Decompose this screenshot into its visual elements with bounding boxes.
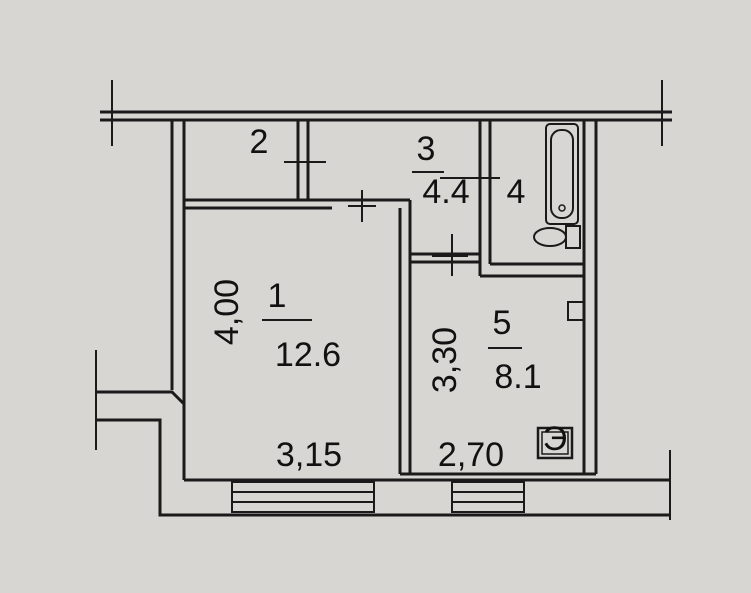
- room-1-height-dim: 4,00: [208, 279, 246, 345]
- room-4-number: 4: [507, 173, 526, 211]
- window-room1: [231, 481, 375, 513]
- vent-icon: [567, 301, 585, 321]
- room-3-number: 3: [417, 130, 436, 168]
- room-3-area: 4.4: [422, 173, 469, 211]
- toilet-icon: [533, 225, 581, 249]
- top-wall: [100, 80, 672, 146]
- room-5-width-dim: 2,70: [438, 436, 504, 474]
- room-1-area: 12.6: [275, 336, 341, 374]
- bathtub-icon: [545, 123, 579, 225]
- room-5-number: 5: [493, 304, 512, 342]
- room-5-height-dim: 3,30: [426, 327, 464, 393]
- room-5-area: 8.1: [494, 358, 541, 396]
- room-1-number: 1: [268, 277, 287, 315]
- room-1-width-dim: 3,15: [276, 436, 342, 474]
- door-marks: [284, 161, 500, 276]
- interior-walls: [184, 120, 584, 474]
- window-room5: [451, 481, 525, 513]
- stove-icon: Э: [536, 420, 574, 460]
- right-wall: [400, 120, 598, 476]
- left-wall: [95, 120, 670, 517]
- room-2-number: 2: [250, 123, 269, 161]
- bottom-wall: [184, 450, 671, 520]
- stove-symbol: Э: [543, 420, 567, 458]
